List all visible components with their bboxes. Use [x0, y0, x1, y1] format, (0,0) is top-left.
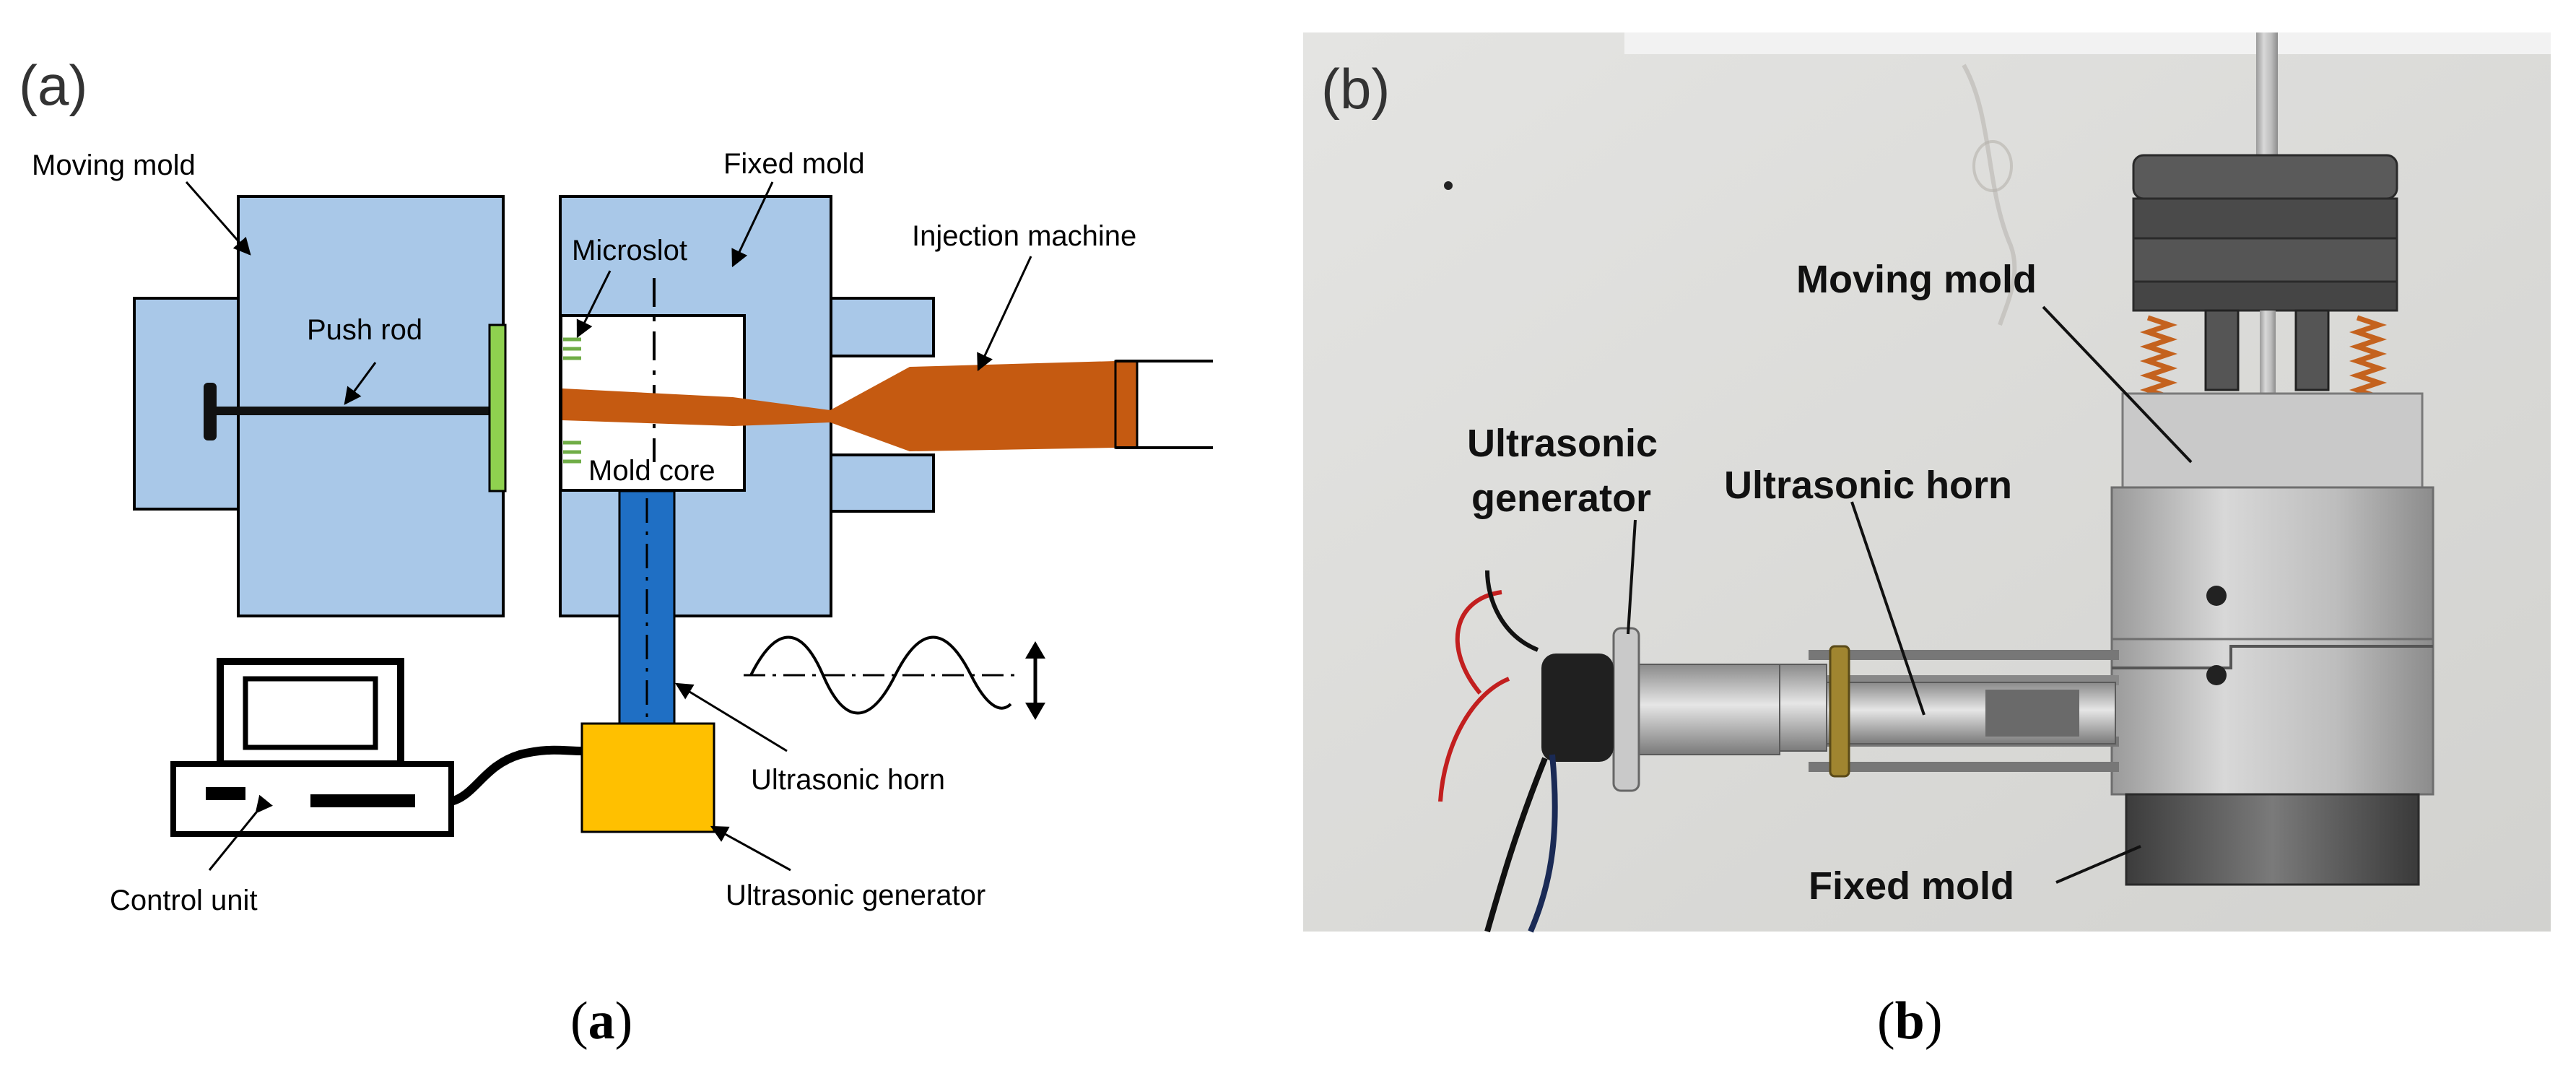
- caption-a: (a): [570, 991, 632, 1051]
- panel-a-schematic: (a): [19, 53, 1213, 916]
- injection-barrel: [1115, 360, 1213, 449]
- ultrasonic-generator-box: [580, 722, 715, 833]
- caption-b-close: ): [1925, 991, 1943, 1051]
- push-rod: [204, 383, 497, 440]
- microslot-marks: [563, 337, 581, 464]
- label-ultrasonic-generator-b-line2: generator: [1471, 477, 1651, 520]
- photo-leader-lines: [1627, 305, 2193, 884]
- label-injection-machine: Injection machine: [912, 220, 1136, 252]
- label-ultrasonic-generator-b-line1: Ultrasonic: [1467, 422, 1658, 465]
- label-fixed-mold-a: Fixed mold: [723, 148, 865, 180]
- control-cable: [449, 745, 583, 806]
- caption-a-close: ): [615, 991, 633, 1051]
- push-plate: [488, 324, 507, 492]
- label-ultrasonic-horn-a: Ultrasonic horn: [751, 764, 945, 796]
- label-control-unit: Control unit: [110, 885, 258, 916]
- label-moving-mold-a: Moving mold: [32, 149, 196, 181]
- injection-flow: [562, 361, 1115, 451]
- moving-mold: [133, 195, 505, 617]
- injection-nozzle: [1114, 360, 1139, 449]
- caption-b-open: (: [1877, 991, 1895, 1051]
- label-moving-mold-b: Moving mold: [1796, 258, 2037, 301]
- moving-mold-block: [2110, 392, 2434, 641]
- ultrasonic-horn-assembly: [1775, 645, 2119, 778]
- leader-lines: [185, 181, 1032, 872]
- label-ultrasonic-horn-b: Ultrasonic horn: [1724, 464, 2012, 507]
- top-clamp-cylinder: [2132, 154, 2398, 312]
- label-mold-core: Mold core: [588, 455, 715, 487]
- label-microslot: Microslot: [572, 235, 687, 266]
- panel-b-tag: (b): [1321, 57, 1390, 121]
- fixed-mold-block: [2110, 638, 2434, 886]
- caption-a-open: (: [570, 991, 588, 1051]
- panel-b-photo: (b): [1303, 32, 2551, 933]
- guide-shaft: [2256, 32, 2278, 162]
- label-push-rod: Push rod: [307, 314, 422, 346]
- caption-a-letter: a: [588, 991, 615, 1051]
- control-unit-computer: [170, 658, 454, 837]
- label-ultrasonic-generator-a: Ultrasonic generator: [726, 880, 985, 911]
- caption-b-letter: b: [1895, 991, 1925, 1051]
- caption-b: (b): [1877, 991, 1942, 1051]
- ultrasonic-generator-body: [1438, 570, 1780, 933]
- vibration-wave: [744, 635, 1045, 720]
- panel-a-tag: (a): [19, 53, 87, 117]
- label-fixed-mold-b: Fixed mold: [1809, 864, 2014, 908]
